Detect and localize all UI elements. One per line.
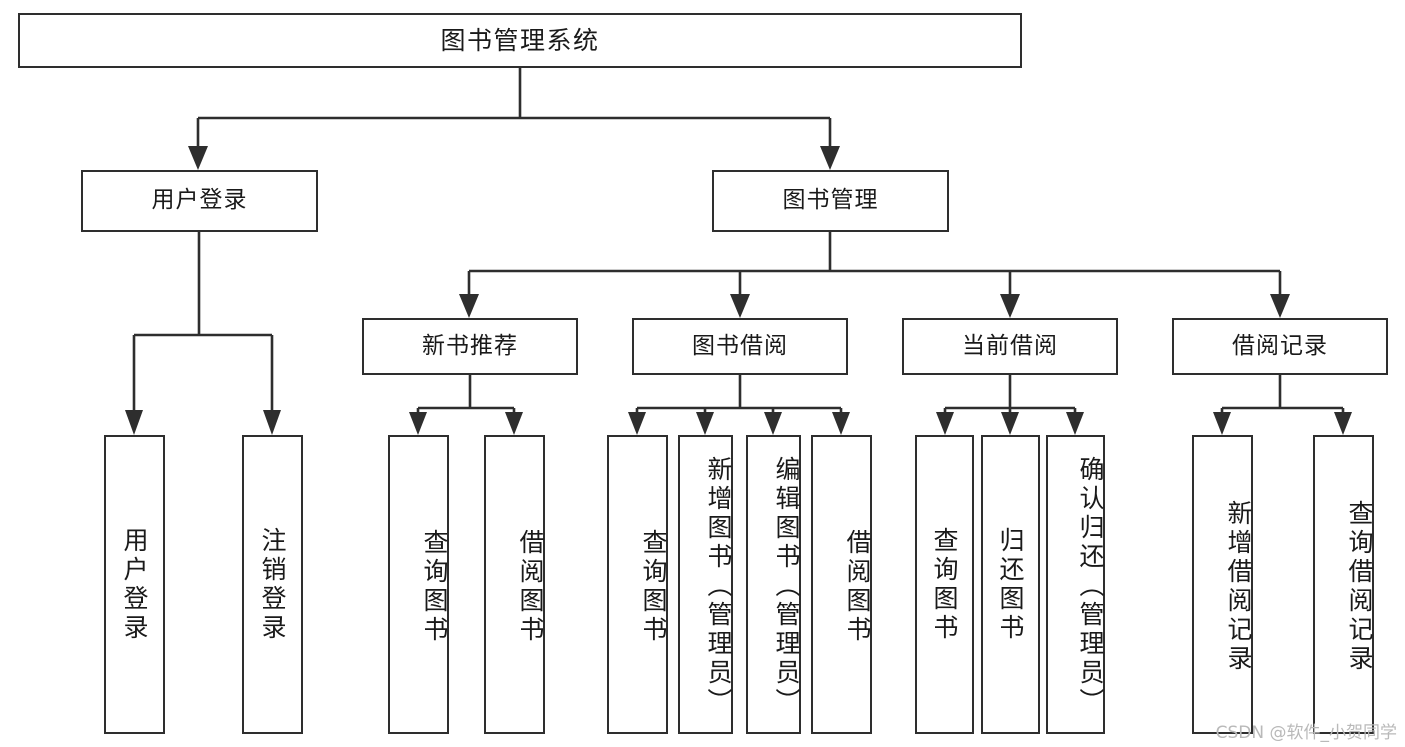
arrow-cb-leaf-3 [1066, 412, 1084, 435]
arrow-bb-leaf-3 [764, 412, 782, 435]
leaf-user-login-login[interactable]: 用户登录 [104, 435, 165, 734]
arrow-user-login-leaf-2 [263, 410, 281, 435]
leaf-book-borrow-add-book-admin[interactable]: 新增图书（管理员） [678, 435, 733, 734]
arrow-new-book-leaf-1 [409, 412, 427, 435]
leaf-new-book-borrow-book[interactable]: 借阅图书 [484, 435, 545, 734]
node-book-management[interactable]: 图书管理 [712, 170, 949, 232]
arrow-br-leaf-2 [1334, 412, 1352, 435]
arrow-bb-leaf-1 [628, 412, 646, 435]
arrow-user-login-leaf-1 [125, 410, 143, 435]
node-borrow-record[interactable]: 借阅记录 [1172, 318, 1388, 375]
leaf-current-borrow-confirm-return-admin[interactable]: 确认归还（管理员） [1046, 435, 1105, 734]
leaf-new-book-query-book[interactable]: 查询图书 [388, 435, 449, 734]
node-current-borrow[interactable]: 当前借阅 [902, 318, 1118, 375]
arrow-bm-book-borrow [730, 294, 750, 318]
arrow-cb-leaf-2 [1001, 412, 1019, 435]
arrow-cb-leaf-1 [936, 412, 954, 435]
arrow-bm-borrow-record [1270, 294, 1290, 318]
leaf-borrow-record-query-record[interactable]: 查询借阅记录 [1313, 435, 1374, 734]
node-root-system[interactable]: 图书管理系统 [18, 13, 1022, 68]
arrow-bm-current-borrow [1000, 294, 1020, 318]
arrow-root-to-book-manage [820, 146, 840, 170]
leaf-current-borrow-return-book[interactable]: 归还图书 [981, 435, 1040, 734]
arrow-root-to-user-login [188, 146, 208, 170]
arrow-br-leaf-1 [1213, 412, 1231, 435]
arrow-new-book-leaf-2 [505, 412, 523, 435]
arrow-bm-new-book [459, 294, 479, 318]
leaf-borrow-record-add-record[interactable]: 新增借阅记录 [1192, 435, 1253, 734]
watermark-text: CSDN @软件_小贺同学 [1215, 723, 1397, 743]
node-new-book-recommend[interactable]: 新书推荐 [362, 318, 578, 375]
node-user-login[interactable]: 用户登录 [81, 170, 318, 232]
leaf-user-login-logout[interactable]: 注销登录 [242, 435, 303, 734]
leaf-current-borrow-query-book[interactable]: 查询图书 [915, 435, 974, 734]
node-book-borrow[interactable]: 图书借阅 [632, 318, 848, 375]
arrow-bb-leaf-4 [832, 412, 850, 435]
arrow-bb-leaf-2 [696, 412, 714, 435]
leaf-book-borrow-borrow-book[interactable]: 借阅图书 [811, 435, 872, 734]
leaf-book-borrow-query-book[interactable]: 查询图书 [607, 435, 668, 734]
leaf-book-borrow-edit-book-admin[interactable]: 编辑图书（管理员） [746, 435, 801, 734]
